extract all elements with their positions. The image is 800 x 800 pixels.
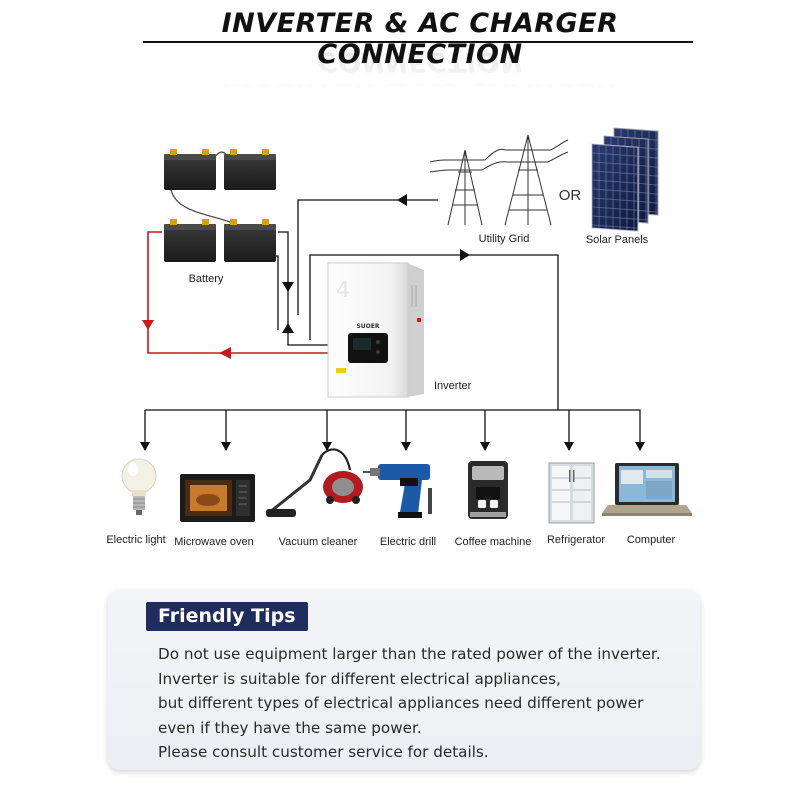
battery-unit-1 (164, 149, 216, 190)
laptop-icon (602, 463, 692, 516)
wiring (144, 199, 641, 450)
grid-to-inverter-line (297, 199, 438, 315)
arrow-grid-left (397, 194, 407, 206)
microwave-icon (180, 474, 255, 522)
battery-label: Battery (189, 273, 224, 285)
friendly-tips-card: Friendly Tips Do not use equipment large… (108, 590, 700, 770)
tip-line: Inverter is suitable for different elect… (158, 669, 561, 688)
page-title: INVERTER & AC CHARGER CONNECTION (221, 8, 619, 70)
title-underline (143, 41, 693, 43)
tip-line: even if they have the same power. (158, 718, 422, 737)
battery-neg-line (268, 255, 279, 330)
arrow-down-drill (401, 442, 411, 451)
battery-unit-2 (224, 149, 276, 190)
tip-line: Please consult customer service for deta… (158, 743, 489, 761)
arrowheads (140, 194, 645, 451)
inverter-brand: SUOER (356, 323, 379, 330)
appliance-label: Microwave oven (174, 536, 253, 548)
arrow-down-vacuum (322, 442, 332, 451)
appliance-label: Electric drill (380, 536, 436, 548)
arrow-battery-up (282, 323, 294, 333)
electric-drill-icon (363, 464, 432, 518)
arrow-red-left (219, 347, 231, 359)
appliance-label: Refrigerator (547, 534, 605, 546)
appliance-label: Electric light (106, 534, 165, 546)
battery-charge-line (147, 231, 330, 354)
appliance-labels: Electric light Microwave oven Vacuum cle… (106, 534, 675, 548)
battery-unit-3 (164, 219, 216, 262)
appliance-label: Vacuum cleaner (279, 536, 358, 548)
solar-panels-icon (591, 127, 659, 232)
light-bulb-icon (121, 458, 157, 515)
connection-diagram: Battery Utility Grid OR Solar Panels 4 (106, 127, 692, 548)
header: INVERTER & AC CHARGER CONNECTION INVERTE… (0, 0, 800, 108)
battery-bank: Battery (164, 149, 276, 285)
inverter-to-grid-line (309, 254, 559, 410)
arrow-down-computer (635, 442, 645, 451)
utility-grid-icon (429, 134, 569, 226)
solar-panels-label: Solar Panels (586, 234, 649, 246)
battery-unit-4 (224, 219, 276, 262)
arrow-down-fridge (564, 442, 574, 451)
arrow-battery-down (282, 282, 294, 292)
utility-grid-label: Utility Grid (479, 233, 530, 245)
arrow-red-down (142, 320, 154, 330)
inverter-label: Inverter (434, 380, 472, 392)
arrow-down-coffee (480, 442, 490, 451)
appliance-label: Computer (627, 534, 676, 546)
tip-line: but different types of electrical applia… (158, 694, 644, 712)
tips-title: Friendly Tips (146, 602, 308, 631)
svg-text:4: 4 (336, 278, 350, 303)
inverter-device: 4 SUOER (327, 262, 424, 398)
arrow-down-microwave (221, 442, 231, 451)
vacuum-cleaner-icon (266, 448, 363, 517)
coffee-machine-icon (468, 461, 508, 519)
red-arrowheads (142, 320, 231, 359)
arrow-down-light (140, 442, 150, 451)
refrigerator-icon (548, 462, 595, 524)
tips-list: Do not use equipment larger than the rat… (158, 642, 661, 765)
appliance-label: Coffee machine (455, 536, 532, 548)
tip-line: Do not use equipment larger than the rat… (158, 645, 661, 663)
drop-line-computer (558, 409, 641, 450)
or-label: OR (559, 187, 582, 204)
arrow-grid-right (460, 249, 470, 261)
